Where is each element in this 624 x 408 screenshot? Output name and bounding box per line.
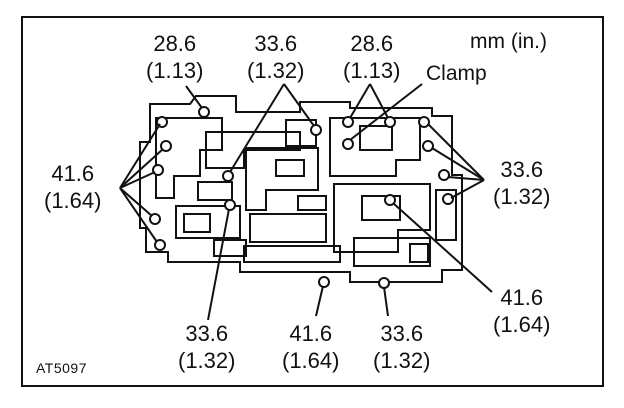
bolt-circle [422,140,434,152]
callout-mm: 41.6 [51,161,95,186]
bolt-circle [224,199,236,211]
leader-lines [119,83,493,321]
callout-mm: 41.6 [289,321,333,346]
callout-inch: (1.13) [146,58,204,83]
bolt-circle [149,213,161,225]
figure-id: AT5097 [36,360,87,376]
bolt-circle [442,193,454,205]
callout-mm: 33.6 [380,321,424,346]
callout-mm: 33.6 [185,321,229,346]
bolt-circle [384,116,396,128]
callout-inch: (1.32) [373,348,431,373]
callout-bottom-mid: 41.6 (1.64) [282,320,339,374]
bolt-circle [152,164,164,176]
callout-inch: (1.32) [178,348,236,373]
callout-mm: 28.6 [350,31,394,56]
bolt-circle [438,169,450,181]
valve-body [139,95,463,283]
callout-mm: 28.6 [153,31,197,56]
callout-top-right: 28.6 (1.13) [343,30,400,84]
bolt-circle [160,140,172,152]
callout-left: 41.6 (1.64) [44,160,101,214]
callout-bottom-right: 33.6 (1.32) [373,320,430,374]
bolt-circle [198,106,210,118]
bolt-circle [154,239,166,251]
callout-top-left: 28.6 (1.13) [146,30,203,84]
callout-right-upper: 33.6 (1.32) [493,156,550,210]
bolt-circle [222,170,234,182]
callout-inch: (1.64) [44,188,102,213]
callout-inch: (1.13) [343,58,401,83]
callout-right-lower: 41.6 (1.64) [493,284,550,338]
units-label: mm (in.) [470,30,547,53]
bolt-circle [342,138,354,150]
callout-inch: (1.64) [493,312,551,337]
bolt-circle [342,116,354,128]
bolt-circle [318,276,330,288]
bolt-circles [149,106,454,289]
bolt-circle [310,124,322,136]
callout-inch: (1.64) [282,348,340,373]
callout-bottom-left: 33.6 (1.32) [178,320,235,374]
bolt-circle [418,116,430,128]
callout-inch: (1.32) [493,184,551,209]
figure-border [21,16,604,387]
callout-top-mid: 33.6 (1.32) [247,30,304,84]
bolt-circle [378,277,390,289]
callout-mm: 33.6 [254,31,298,56]
callout-mm: 33.6 [500,157,544,182]
bolt-circle [384,194,396,206]
callout-inch: (1.32) [247,58,305,83]
callout-mm: 41.6 [500,285,544,310]
clamp-label: Clamp [426,62,487,85]
